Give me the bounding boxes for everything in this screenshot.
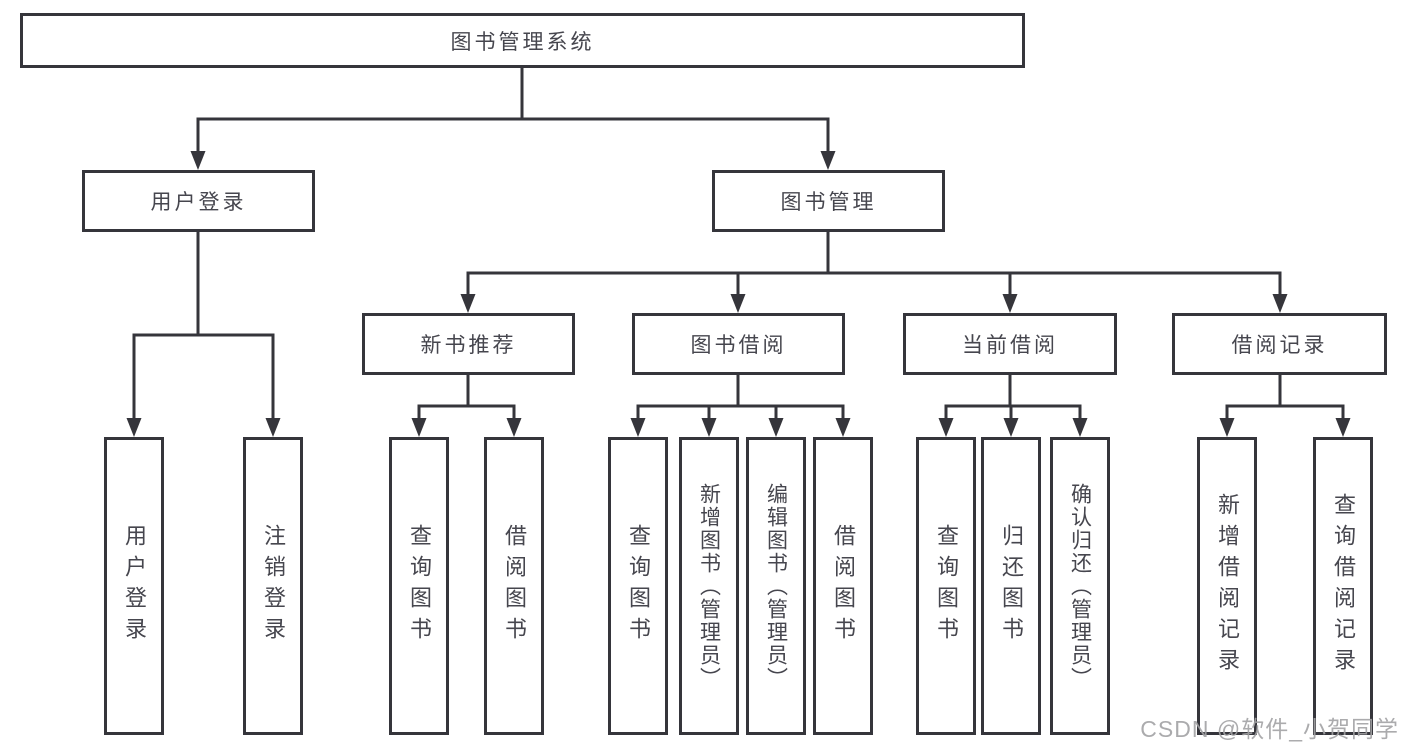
node-user-login: 用户登录 (82, 170, 315, 232)
leaf-label: 查询图书 (407, 524, 432, 648)
leaf-label: 用户登录 (122, 524, 147, 648)
leaf-label: 借阅图书 (831, 524, 856, 648)
arrow-down-icon (126, 418, 142, 437)
arrow-down-icon (730, 294, 746, 313)
arrow-down-icon (1272, 294, 1288, 313)
leaf-label: 查询图书 (626, 524, 651, 648)
arrow-down-icon (1335, 418, 1351, 437)
leaf-query-books-current: 查询图书 (916, 437, 976, 735)
node-new-book-recommend: 新书推荐 (362, 313, 575, 375)
node-current-borrow: 当前借阅 (903, 313, 1117, 375)
leaf-label: 注销登录 (261, 524, 286, 648)
node-book-borrow: 图书借阅 (632, 313, 845, 375)
arrow-down-icon (460, 294, 476, 313)
arrow-down-icon (1219, 418, 1235, 437)
node-book-management: 图书管理 (712, 170, 945, 232)
leaf-borrow-books-recommend: 借阅图书 (484, 437, 544, 735)
node-book-management-system: 图书管理系统 (20, 13, 1025, 68)
arrow-down-icon (1072, 418, 1088, 437)
arrow-down-icon (1002, 294, 1018, 313)
leaf-query-books-borrow: 查询图书 (608, 437, 668, 735)
arrow-down-icon (701, 418, 717, 437)
leaf-add-borrow-record: 新增借阅记录 (1197, 437, 1257, 735)
leaf-logout: 注销登录 (243, 437, 303, 735)
arrow-down-icon (768, 418, 784, 437)
leaf-user-login: 用户登录 (104, 437, 164, 735)
leaf-label: 查询借阅记录 (1331, 493, 1356, 679)
arrow-down-icon (820, 151, 836, 170)
arrow-down-icon (506, 418, 522, 437)
leaf-return-book: 归还图书 (981, 437, 1041, 735)
leaf-label: 新增图书（管理员） (697, 482, 721, 690)
arrow-down-icon (1003, 418, 1019, 437)
arrow-down-icon (835, 418, 851, 437)
leaf-edit-book-admin: 编辑图书（管理员） (746, 437, 806, 735)
arrow-down-icon (938, 418, 954, 437)
leaf-label: 借阅图书 (502, 524, 527, 648)
leaf-query-borrow-record: 查询借阅记录 (1313, 437, 1373, 735)
leaf-label: 查询图书 (934, 524, 959, 648)
arrow-down-icon (265, 418, 281, 437)
leaf-label: 归还图书 (999, 524, 1024, 648)
arrow-down-icon (411, 418, 427, 437)
leaf-label: 确认归还（管理员） (1068, 482, 1092, 690)
leaf-query-books-recommend: 查询图书 (389, 437, 449, 735)
watermark: CSDN @软件_小贺同学 (1140, 716, 1399, 742)
leaf-label: 编辑图书（管理员） (764, 482, 788, 690)
node-borrow-records: 借阅记录 (1172, 313, 1387, 375)
leaf-label: 新增借阅记录 (1215, 493, 1240, 679)
arrow-down-icon (190, 151, 206, 170)
leaf-confirm-return-admin: 确认归还（管理员） (1050, 437, 1110, 735)
leaf-borrow-books-borrow: 借阅图书 (813, 437, 873, 735)
arrow-down-icon (630, 418, 646, 437)
leaf-add-book-admin: 新增图书（管理员） (679, 437, 739, 735)
